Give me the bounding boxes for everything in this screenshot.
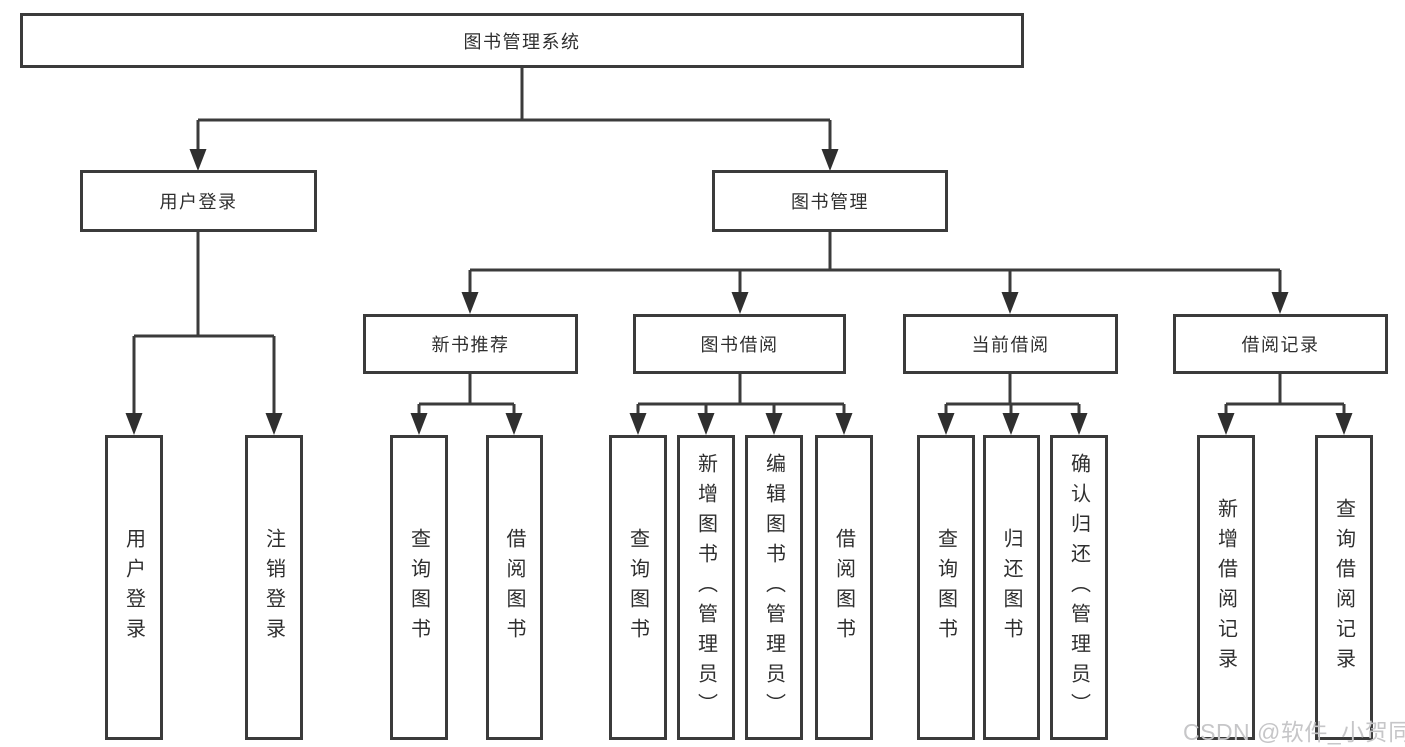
- arrowheads: [125, 149, 1353, 435]
- node-root-label: 图书管理系统: [463, 31, 581, 52]
- node-leaf-bb-borrow: 借阅图书: [815, 435, 873, 740]
- node-leaf-user-login: 用户登录: [105, 435, 163, 740]
- node-leaf-cb-confirm-label: 确认归还（管理员）: [1067, 452, 1090, 723]
- node-borrow-records: 借阅记录: [1173, 314, 1388, 374]
- node-leaf-user-login-label: 用户登录: [122, 527, 145, 648]
- node-leaf-nb-borrow-label: 借阅图书: [503, 527, 525, 648]
- node-leaf-nb-borrow: 借阅图书: [486, 435, 543, 740]
- node-leaf-bb-add: 新增图书（管理员）: [677, 435, 735, 740]
- node-leaf-nb-query: 查询图书: [390, 435, 448, 740]
- node-current-borrow: 当前借阅: [903, 314, 1118, 374]
- node-leaf-cb-query-label: 查询图书: [934, 527, 957, 648]
- node-book-mgmt-group: 图书管理: [712, 170, 948, 232]
- node-leaf-bb-edit: 编辑图书（管理员）: [745, 435, 803, 740]
- node-leaf-br-add: 新增借阅记录: [1197, 435, 1255, 740]
- node-root: 图书管理系统: [20, 13, 1024, 68]
- node-leaf-br-query: 查询借阅记录: [1315, 435, 1373, 740]
- node-leaf-cb-return-label: 归还图书: [1000, 527, 1022, 648]
- node-leaf-logout-label: 注销登录: [262, 527, 285, 648]
- node-leaf-cb-return: 归还图书: [983, 435, 1040, 740]
- csdn-watermark: CSDN @软件_小贺同学: [1183, 719, 1405, 745]
- node-current-borrow-label: 当前借阅: [971, 335, 1050, 355]
- node-new-book-rec: 新书推荐: [363, 314, 578, 374]
- node-new-book-rec-label: 新书推荐: [431, 335, 510, 355]
- node-leaf-bb-query: 查询图书: [609, 435, 667, 740]
- node-leaf-cb-confirm: 确认归还（管理员）: [1050, 435, 1108, 740]
- node-book-borrow-label: 图书借阅: [700, 335, 779, 355]
- node-leaf-bb-query-label: 查询图书: [626, 527, 649, 648]
- node-leaf-logout: 注销登录: [245, 435, 303, 740]
- connector-segments: [132, 68, 1346, 414]
- node-leaf-bb-edit-label: 编辑图书（管理员）: [762, 452, 785, 723]
- node-leaf-br-add-label: 新增借阅记录: [1214, 497, 1237, 678]
- node-leaf-br-query-label: 查询借阅记录: [1332, 497, 1355, 678]
- node-book-mgmt-group-label: 图书管理: [791, 192, 869, 212]
- node-user-login-group: 用户登录: [80, 170, 317, 232]
- node-leaf-bb-add-label: 新增图书（管理员）: [694, 452, 717, 723]
- node-borrow-records-label: 借阅记录: [1241, 335, 1320, 355]
- node-leaf-bb-borrow-label: 借阅图书: [832, 527, 855, 648]
- node-leaf-nb-query-label: 查询图书: [407, 527, 430, 648]
- node-user-login-group-label: 用户登录: [159, 192, 238, 212]
- node-leaf-cb-query: 查询图书: [917, 435, 975, 740]
- node-book-borrow: 图书借阅: [633, 314, 846, 374]
